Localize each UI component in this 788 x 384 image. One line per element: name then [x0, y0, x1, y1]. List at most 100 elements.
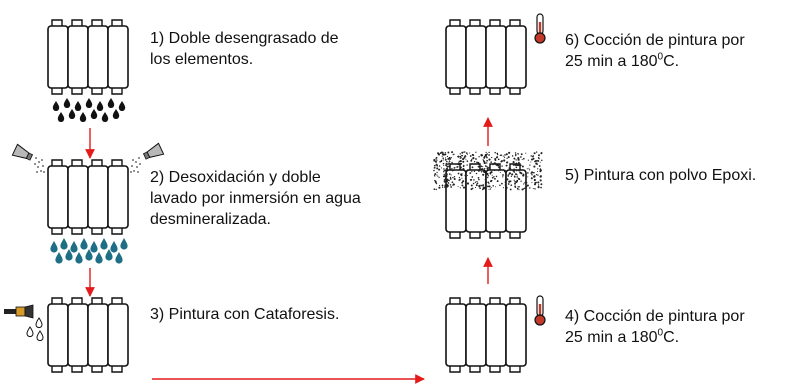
powder-speck — [470, 159, 473, 162]
powder-speck — [489, 173, 492, 175]
powder-speck — [436, 167, 439, 170]
powder-speck — [521, 165, 524, 168]
powder-speck — [512, 169, 515, 172]
powder-speck — [512, 163, 515, 166]
powder-speck — [500, 154, 503, 157]
powder-speck — [527, 159, 529, 161]
powder-speck — [437, 175, 439, 177]
powder-speck — [475, 158, 477, 160]
powder-speck — [449, 165, 451, 167]
powder-speck — [472, 157, 475, 160]
powder-speck — [433, 159, 436, 162]
powder-speck — [463, 151, 466, 153]
powder-speck — [527, 176, 529, 178]
powder-speck — [490, 161, 492, 163]
powder-speck — [451, 169, 454, 172]
radiator-step-4 — [445, 297, 527, 373]
powder-speck — [494, 162, 497, 164]
powder-speck — [493, 176, 495, 178]
powder-speck — [471, 166, 474, 169]
powder-speck — [509, 168, 512, 170]
powder-speck — [465, 159, 467, 161]
powder-speck — [515, 169, 518, 171]
powder-speck — [451, 167, 453, 170]
powder-speck — [515, 153, 517, 156]
powder-speck — [452, 184, 454, 186]
powder-speck — [489, 165, 491, 167]
powder-speck — [512, 161, 515, 164]
powder-speck — [486, 162, 488, 164]
powder-speck — [506, 157, 508, 160]
powder-speck — [508, 167, 510, 169]
powder-speck — [538, 154, 540, 157]
powder-speck — [503, 159, 506, 162]
step-3-label: 3) Pintura con Cataforesis. — [150, 304, 339, 325]
powder-speck — [448, 173, 451, 175]
powder-speck — [490, 187, 492, 188]
powder-speck — [445, 178, 449, 181]
powder-speck — [438, 186, 441, 189]
powder-speck — [442, 157, 444, 159]
powder-speck — [511, 155, 514, 157]
powder-speck — [480, 168, 483, 170]
powder-speck — [440, 160, 443, 163]
powder-speck — [517, 158, 520, 161]
step-4-line-2: 25 min a 1800C. — [565, 327, 745, 348]
powder-speck — [526, 182, 528, 184]
powder-speck — [528, 167, 530, 169]
powder-speck — [459, 167, 462, 169]
powder-speck — [497, 158, 500, 161]
powder-speck — [515, 166, 518, 169]
powder-speck — [515, 154, 517, 157]
step-1-label: 1) Doble desengrasado de los elementos. — [150, 28, 339, 70]
powder-speck — [488, 188, 490, 191]
radiator-step-6 — [445, 19, 527, 95]
powder-speck — [466, 182, 470, 185]
powder-speck — [487, 174, 489, 177]
powder-speck — [434, 173, 437, 176]
powder-speck — [517, 186, 519, 188]
powder-speck — [483, 171, 486, 174]
powder-speck — [489, 188, 492, 190]
step-5-line-1: 5) Pintura con polvo Epoxi. — [565, 167, 757, 184]
powder-speck — [537, 170, 539, 173]
powder-speck — [477, 177, 480, 179]
powder-speck — [434, 160, 438, 163]
powder-speck — [516, 180, 519, 183]
powder-speck — [451, 151, 454, 154]
powder-speck — [505, 187, 508, 190]
powder-speck — [520, 156, 522, 158]
powder-speck — [537, 186, 540, 189]
paint-brush-icon — [4, 304, 44, 342]
step-6-line-2: 25 min a 1800C. — [565, 51, 745, 72]
powder-speck — [480, 171, 483, 173]
powder-speck — [520, 180, 522, 182]
powder-speck — [462, 160, 465, 163]
powder-speck — [514, 152, 517, 154]
powder-speck — [488, 158, 491, 161]
powder-speck — [466, 160, 469, 163]
powder-speck — [495, 156, 498, 159]
powder-speck — [459, 162, 463, 165]
powder-speck — [525, 152, 527, 154]
powder-speck — [453, 176, 456, 178]
powder-speck — [479, 185, 481, 187]
powder-speck — [464, 174, 467, 177]
powder-speck — [486, 172, 489, 176]
powder-speck — [514, 164, 517, 166]
powder-speck — [497, 164, 500, 167]
powder-speck — [482, 189, 484, 191]
powder-speck — [517, 157, 520, 160]
powder-speck — [446, 183, 449, 187]
powder-speck — [439, 152, 442, 155]
powder-speck — [445, 168, 447, 170]
powder-speck — [453, 183, 456, 186]
powder-speck — [483, 157, 486, 159]
powder-speck — [487, 176, 489, 179]
powder-speck — [532, 157, 535, 160]
powder-speck — [537, 168, 539, 170]
powder-speck — [540, 183, 543, 186]
powder-speck — [516, 173, 518, 176]
powder-speck — [520, 153, 523, 156]
step-5-label: 5) Pintura con polvo Epoxi. — [565, 165, 756, 186]
